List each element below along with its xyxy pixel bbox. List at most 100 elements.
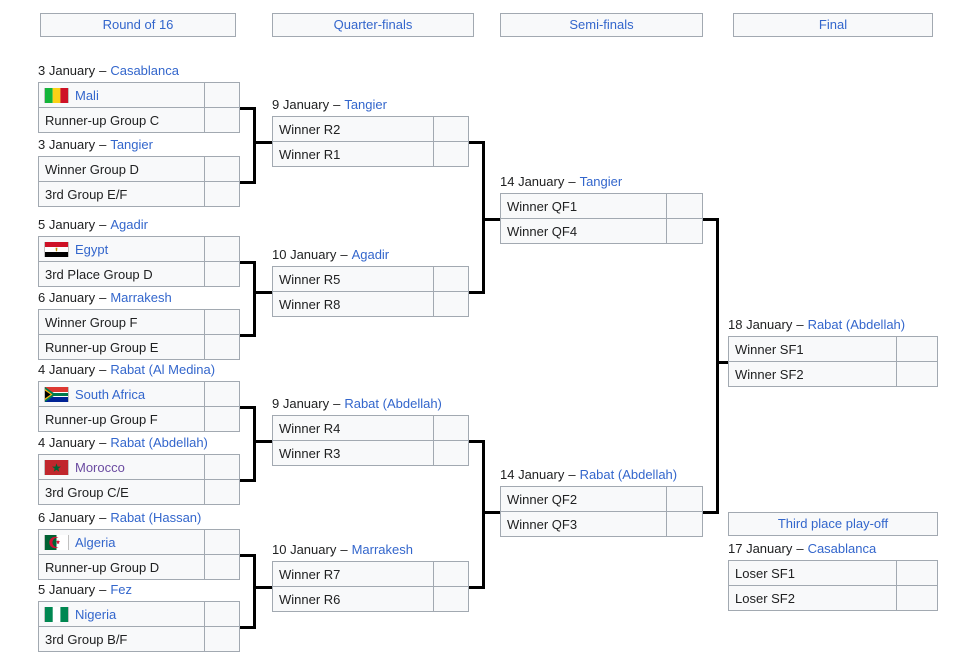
team-cell: Nigeria: [39, 606, 204, 622]
flag-morocco-icon: [44, 459, 69, 475]
team-cell: Winner Group F: [39, 315, 204, 330]
team-row: Runner-up Group D: [39, 554, 239, 579]
team-name: Winner R3: [279, 445, 341, 461]
team-name: Winner Group F: [45, 314, 138, 330]
team-cell: Loser SF2: [729, 591, 896, 606]
team-row: Loser SF2: [729, 585, 937, 610]
team-link[interactable]: Egypt: [75, 241, 109, 257]
team-row: Loser SF1: [729, 561, 937, 585]
dash-separator: –: [99, 582, 107, 597]
team-row: Winner R3: [273, 440, 468, 465]
venue-link[interactable]: Marrakesh: [110, 290, 172, 305]
team-row: Winner Group D: [39, 157, 239, 181]
score-cell: [433, 142, 468, 166]
bracket-line: [469, 141, 485, 144]
team-row: Winner R6: [273, 586, 468, 611]
bracket-line: [253, 406, 256, 482]
header-third-place-play-off: Third place play-off: [728, 512, 938, 536]
team-name: Runner-up Group E: [45, 339, 159, 355]
team-row: Winner QF4: [501, 218, 702, 243]
venue-link[interactable]: Marrakesh: [351, 542, 413, 557]
score-cell: [666, 194, 702, 218]
dash-separator: –: [99, 217, 107, 232]
dash-separator: –: [99, 290, 107, 305]
team-row: Runner-up Group C: [39, 107, 239, 132]
match-date-label: 10 January–Marrakesh: [272, 541, 469, 559]
dash-separator: –: [99, 510, 107, 525]
match-date: 6 January: [38, 290, 96, 305]
team-row: Winner Group F: [39, 310, 239, 334]
venue-link[interactable]: Rabat (Al Medina): [110, 362, 216, 377]
venue-link[interactable]: Tangier: [579, 174, 623, 189]
team-name: Winner SF1: [735, 341, 804, 357]
team-name: Winner R4: [279, 420, 341, 436]
team-name: Runner-up Group D: [45, 559, 160, 575]
bracket-line: [240, 554, 256, 557]
venue-link[interactable]: Casablanca: [110, 63, 179, 78]
team-link[interactable]: Algeria: [75, 534, 116, 550]
team-name: Winner R8: [279, 296, 341, 312]
match-date: 9 January: [272, 97, 330, 112]
venue-link[interactable]: Rabat (Abdellah): [344, 396, 442, 411]
match-date-label: 6 January–Marrakesh: [38, 289, 240, 307]
venue-link[interactable]: Rabat (Abdellah): [110, 435, 208, 450]
match-date: 9 January: [272, 396, 330, 411]
venue-link[interactable]: Fez: [110, 582, 132, 597]
venue-link[interactable]: Agadir: [110, 217, 148, 232]
team-name: Winner Group D: [45, 161, 139, 177]
venue-link[interactable]: Tangier: [344, 97, 387, 112]
match-date: 3 January: [38, 137, 96, 152]
team-cell: 3rd Group E/F: [39, 187, 204, 202]
score-cell: [433, 562, 468, 586]
match-box: Winner Group D 3rd Group E/F: [38, 156, 240, 207]
team-cell: Winner R6: [273, 592, 433, 607]
bracket-line: [256, 141, 272, 144]
bracket-line: [716, 218, 719, 514]
score-cell: [896, 337, 937, 361]
match-date: 6 January: [38, 510, 96, 525]
team-link[interactable]: Nigeria: [75, 606, 117, 622]
team-cell: Winner R8: [273, 297, 433, 312]
team-row: Winner R4: [273, 416, 468, 440]
score-cell: [204, 262, 239, 286]
score-cell: [204, 480, 239, 504]
team-cell: Winner R3: [273, 446, 433, 461]
team-row: 3rd Group B/F: [39, 626, 239, 651]
venue-link[interactable]: Rabat (Hassan): [110, 510, 202, 525]
match-date: 14 January: [500, 174, 565, 189]
match-date: 5 January: [38, 582, 96, 597]
bracket-line: [485, 511, 500, 514]
venue-link[interactable]: Casablanca: [807, 541, 877, 556]
match-date-label: 5 January–Fez: [38, 581, 240, 599]
team-cell: Winner QF3: [501, 517, 666, 532]
venue-link[interactable]: Agadir: [351, 247, 390, 262]
bracket-line: [469, 586, 485, 589]
venue-link[interactable]: Rabat (Abdellah): [807, 317, 906, 332]
bracket-line: [240, 626, 256, 629]
venue-link[interactable]: Tangier: [110, 137, 153, 152]
bracket-line: [256, 291, 272, 294]
team-link[interactable]: Mali: [75, 87, 99, 103]
team-link[interactable]: South Africa: [75, 386, 146, 402]
team-cell: Runner-up Group F: [39, 412, 204, 427]
match-date: 17 January: [728, 541, 793, 556]
dash-separator: –: [99, 63, 107, 78]
bracket-line: [240, 107, 256, 110]
team-row: Winner R2: [273, 117, 468, 141]
team-row: 3rd Group C/E: [39, 479, 239, 504]
team-link[interactable]: Morocco: [75, 459, 125, 475]
team-cell: Winner Group D: [39, 162, 204, 177]
venue-link[interactable]: Rabat (Abdellah): [579, 467, 678, 482]
score-cell: [204, 310, 239, 334]
match-date-label: 4 January–Rabat (Abdellah): [38, 434, 240, 452]
score-cell: [433, 441, 468, 465]
